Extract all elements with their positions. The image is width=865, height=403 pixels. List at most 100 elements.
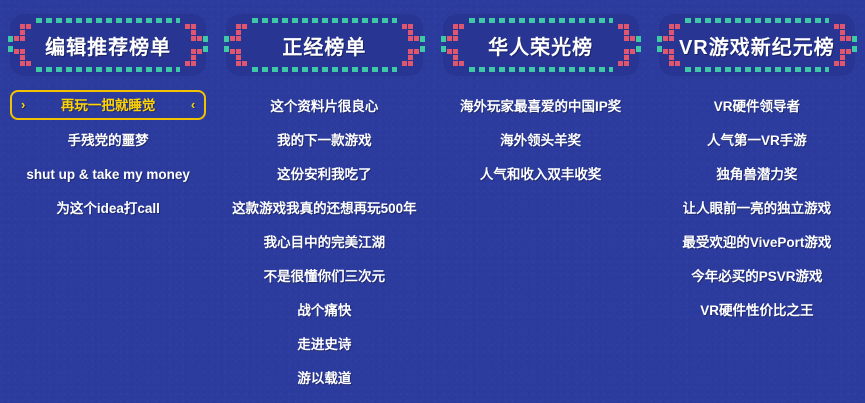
corner-pixel <box>617 24 623 29</box>
corner-pixel <box>623 24 629 29</box>
corner-pixel <box>236 24 242 29</box>
award-list-item[interactable]: 人气第一VR手游 <box>706 133 807 148</box>
corner-pixel <box>668 36 674 41</box>
award-list-item[interactable]: 让人眼前一亮的独立游戏 <box>682 201 832 216</box>
corner-pixel <box>236 61 242 66</box>
corner-pixel <box>668 24 674 29</box>
corner-pixel <box>230 36 236 41</box>
award-list-item[interactable]: VR硬件性价比之王 <box>700 303 814 318</box>
award-list-item[interactable]: 走进史诗 <box>297 337 352 352</box>
award-list-item[interactable]: 手残党的噩梦 <box>67 133 149 148</box>
corner-pixel <box>452 55 458 60</box>
award-list-item[interactable]: 游以载道 <box>297 371 352 386</box>
corner-pixel <box>197 49 203 54</box>
corner-pixel <box>629 49 635 54</box>
corner-pixel <box>834 24 839 29</box>
corner-pixel <box>623 61 629 66</box>
header-plate <box>8 14 209 76</box>
corner-pixel <box>617 61 623 66</box>
dashed-border-bottom <box>684 67 829 72</box>
corner-pixel <box>623 30 629 35</box>
corner-pixel <box>452 61 458 66</box>
corner-pixel <box>407 36 413 41</box>
corner-pixel <box>623 55 629 60</box>
dashed-border-top <box>468 18 613 23</box>
dashed-border-bottom <box>36 67 181 72</box>
corner-pixel <box>674 24 680 29</box>
column-header: VR游戏新纪元榜 <box>656 14 857 76</box>
dashed-border-top <box>684 18 829 23</box>
corner-pixel <box>840 30 845 35</box>
award-list-item-selected[interactable]: › ‹ 再玩一把就睡觉 <box>10 90 207 120</box>
column-header: 华人荣光榜 <box>440 14 641 76</box>
corner-pixel <box>20 61 25 66</box>
dashed-border-top <box>252 18 397 23</box>
award-list-item[interactable]: 海外玩家最喜爱的中国IP奖 <box>459 99 622 114</box>
corner-pixel <box>413 36 419 41</box>
corner-pixel <box>20 24 25 29</box>
corner-pixel <box>662 36 668 41</box>
corner-pixel <box>20 36 25 41</box>
award-list: › ‹ 再玩一把就睡觉手残党的噩梦 shut up & take my money 为这… <box>0 90 216 226</box>
corner-pixel <box>668 55 674 60</box>
award-list-item[interactable]: 海外领头羊奖 <box>500 133 582 148</box>
corner-pixel <box>623 36 629 41</box>
dashed-border-right <box>635 36 641 54</box>
corner-pixel <box>452 24 458 29</box>
award-list-item[interactable]: 不是很懂你们三次元 <box>263 269 386 284</box>
corner-pixel <box>230 49 236 54</box>
corner-pixel <box>236 30 242 35</box>
dashed-border-top <box>36 18 181 23</box>
chevron-left-icon[interactable]: ‹ <box>190 97 196 112</box>
chevron-right-icon[interactable]: › <box>21 97 26 112</box>
column-title: 编辑推荐榜单 <box>45 36 172 59</box>
corner-pixel <box>185 24 191 29</box>
corner-pixel <box>191 30 197 35</box>
column-title: 正经榜单 <box>282 36 367 59</box>
corner-pixel <box>20 30 25 35</box>
dashed-border-right <box>419 36 425 54</box>
corner-pixel <box>20 55 25 60</box>
award-column: 华人荣光榜海外玩家最喜爱的中国IP奖海外领头羊奖人气和收入双丰收奖 <box>433 0 649 403</box>
dashed-border-left <box>224 36 230 54</box>
dashed-border-left <box>440 36 446 54</box>
corner-pixel <box>840 49 845 54</box>
corner-pixel <box>674 61 680 66</box>
award-list-item[interactable]: 独角兽潜力奖 <box>716 167 798 182</box>
dashed-border-left <box>8 36 13 54</box>
dashed-border-bottom <box>252 67 397 72</box>
award-list-item[interactable]: 为这个idea打call <box>56 201 160 216</box>
column-title: 华人荣光榜 <box>488 36 594 59</box>
award-list-item[interactable]: 最受欢迎的VivePort游戏 <box>682 235 832 250</box>
corner-pixel <box>407 49 413 54</box>
corner-pixel <box>446 36 452 41</box>
corner-pixel <box>185 61 191 66</box>
award-list-item[interactable]: 人气和收入双丰收奖 <box>479 167 602 182</box>
award-list-item[interactable]: 战个痛快 <box>297 303 352 318</box>
award-list-item[interactable]: 这份安利我吃了 <box>277 167 372 182</box>
corner-pixel <box>197 36 203 41</box>
award-list-item[interactable]: 我的下一款游戏 <box>277 133 372 148</box>
award-list-item[interactable]: 我心目中的完美江湖 <box>263 235 386 250</box>
corner-pixel <box>452 49 458 54</box>
corner-pixel <box>26 24 31 29</box>
corner-pixel <box>191 49 197 54</box>
award-list-item[interactable]: 这个资料片很良心 <box>270 99 379 114</box>
award-list: 海外玩家最喜爱的中国IP奖海外领头羊奖人气和收入双丰收奖 <box>433 90 649 192</box>
header-plate <box>440 14 641 76</box>
award-list-item[interactable]: 这款游戏我真的还想再玩500年 <box>232 201 417 216</box>
award-list-item[interactable]: 今年必买的PSVR游戏 <box>691 269 823 284</box>
column-header: 正经榜单 <box>224 14 425 76</box>
corner-pixel <box>14 49 19 54</box>
award-list-item-label: 再玩一把就睡觉 <box>60 98 156 113</box>
corner-pixel <box>629 36 635 41</box>
corner-pixel <box>407 61 413 66</box>
corner-pixel <box>662 49 668 54</box>
corner-pixel <box>191 24 197 29</box>
award-list-item[interactable]: VR硬件领导者 <box>713 99 800 114</box>
award-list-item[interactable]: shut up & take my money <box>26 167 190 182</box>
corner-pixel <box>840 36 845 41</box>
corner-pixel <box>242 61 248 66</box>
corner-pixel <box>452 30 458 35</box>
